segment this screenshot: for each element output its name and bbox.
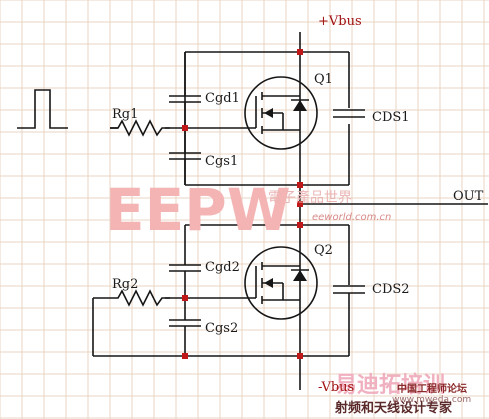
mosfet-q2-icon <box>244 246 318 320</box>
mosfet-q1-icon <box>244 76 318 150</box>
out-label: OUT <box>453 189 484 204</box>
svg-text:EEPW: EEPW <box>105 176 291 244</box>
junction-nodes <box>182 49 303 359</box>
resistor-rg2 <box>110 289 170 307</box>
capacitor-cgs1 <box>169 152 201 160</box>
input-pulse-icon <box>17 89 68 129</box>
capacitor-cgd2 <box>169 264 201 272</box>
vbus-positive-label: +Vbus <box>318 14 362 29</box>
eepw-watermark: EEPW 電子產品世界 eeworld.com.cn <box>105 176 391 244</box>
cgs2-label: Cgs2 <box>205 321 238 336</box>
svg-text:易迪拓培训: 易迪拓培训 <box>335 372 445 398</box>
q2-label: Q2 <box>314 243 333 258</box>
svg-text:eeworld.com.cn: eeworld.com.cn <box>312 212 391 223</box>
svg-text:中国工程师论坛: 中国工程师论坛 <box>397 382 467 395</box>
cgd2-label: Cgd2 <box>205 260 240 275</box>
vbus-negative-label: -Vbus <box>318 380 354 395</box>
resistor-rg1 <box>110 119 170 137</box>
cds2-label: CDS2 <box>372 282 410 297</box>
cgs1-label: Cgs1 <box>205 154 238 169</box>
capacitor-cds1 <box>333 109 365 118</box>
cgd1-label: Cgd1 <box>205 91 240 106</box>
svg-text:電子產品世界: 電子產品世界 <box>268 189 352 206</box>
svg-text:www.mweda.com: www.mweda.com <box>392 395 471 405</box>
bottom-right-watermark: 易迪拓培训 中国工程师论坛 射频和天线设计专家 www.mweda.com <box>334 372 471 416</box>
capacitor-cgs2 <box>169 319 201 327</box>
capacitor-cds2 <box>333 285 365 294</box>
rg2-label: Rg2 <box>112 277 138 292</box>
capacitor-cgd1 <box>169 95 201 103</box>
q1-label: Q1 <box>314 72 333 87</box>
cds1-label: CDS1 <box>372 110 410 125</box>
rg1-label: Rg1 <box>112 107 138 122</box>
svg-text:射频和天线设计专家: 射频和天线设计专家 <box>334 400 453 416</box>
